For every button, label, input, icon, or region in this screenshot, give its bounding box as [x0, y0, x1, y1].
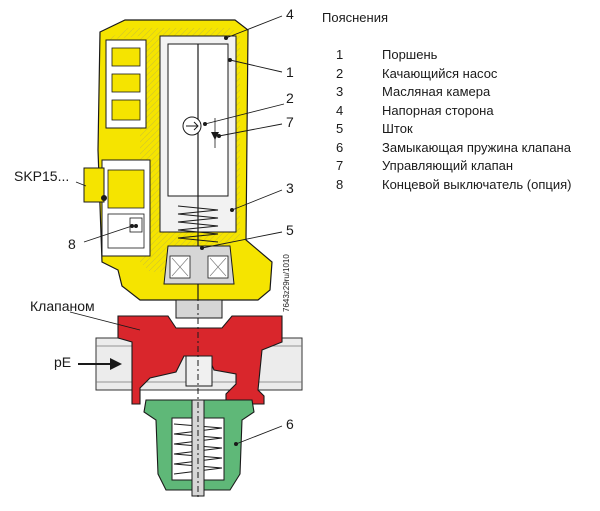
leader-4: [225, 15, 283, 39]
legend-item-number: 2: [336, 65, 344, 81]
legend-item-number: 5: [336, 121, 344, 136]
legend-item-text: Масляная камера: [382, 84, 491, 99]
callout-1: 1: [286, 64, 294, 80]
leader-5: [201, 231, 283, 249]
legend-item-text: Поршень: [382, 47, 438, 62]
legend-item-text: Напорная сторона: [382, 102, 494, 118]
legend-item-text: Управляющий клапан: [382, 158, 514, 173]
piston-chamber: [159, 35, 237, 300]
callout-5: 5: [286, 222, 294, 238]
legend-item-text: Замыкающая пружина клапана: [382, 139, 571, 155]
leader-dots: [130, 36, 238, 446]
leader-8: [83, 225, 133, 243]
leader-1: [229, 59, 283, 73]
spring-housing: [143, 290, 255, 500]
callout-6: 6: [286, 416, 294, 432]
leader-lines: [69, 15, 285, 445]
legend-item-number: 6: [336, 139, 344, 155]
leader-3: [231, 189, 283, 211]
callout-4: 4: [286, 6, 294, 22]
legend-item-text: Концевой выключатель (опция): [382, 176, 572, 192]
legend-item-text: Шток: [382, 121, 413, 136]
callout-3: 3: [286, 180, 294, 196]
callout-7: 7: [286, 114, 294, 130]
legend-title: Пояснения: [322, 10, 389, 25]
legend-item-number: 7: [336, 158, 344, 173]
valve-label: Клапаном: [30, 298, 95, 314]
leader-valve: [69, 311, 141, 331]
legend-item-number: 1: [336, 47, 344, 62]
flow-arrow: [78, 358, 122, 370]
leader-7: [218, 123, 283, 137]
actuator-label: SKP15...: [14, 168, 70, 184]
legend-item-number: 8: [336, 176, 344, 192]
callout-8: 8: [68, 236, 76, 252]
callout-2: 2: [286, 90, 294, 106]
legend-item-number: 4: [336, 102, 344, 118]
drawing-code: 7643z29ru/1010: [282, 254, 291, 312]
leader-2: [204, 103, 285, 125]
leader-skp: [75, 181, 87, 187]
valve-body: [117, 299, 283, 405]
legend-item-text: Качающийся насос: [382, 65, 498, 81]
legend-item-number: 3: [336, 84, 344, 99]
leader-6: [235, 425, 283, 445]
pressure-label: pE: [54, 354, 72, 370]
